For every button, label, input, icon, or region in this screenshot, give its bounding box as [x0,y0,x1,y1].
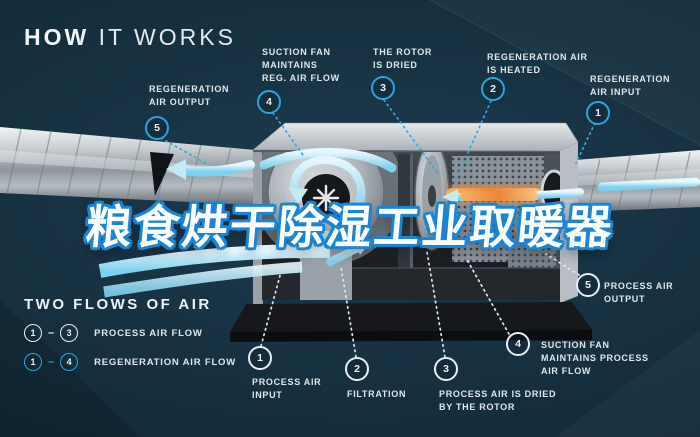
callout-label-rotor-dried: THE ROTOR IS DRIED [373,47,433,70]
callout-badge-filtration: 2 [345,357,369,381]
callout-badge-process-suction-fan: 4 [506,332,530,356]
heated-air-segment [460,191,538,201]
duct-outlet-notch [150,152,174,196]
desiccant-rotor [414,152,450,251]
callout-label-process-suction-fan: SUCTION FAN MAINTAINS PROCESS AIR FLOW [541,340,649,376]
legend-row-process: 1 – 3 PROCESS AIR FLOW [24,324,236,342]
legend-heading: TWO FLOWS OF AIR [24,296,212,313]
callout-label-process-input: PROCESS AIR INPUT [252,377,322,400]
callout-badge-regen-suction-fan: 4 [257,90,281,114]
callout-label-process-dried: PROCESS AIR IS DRIED BY THE ROTOR [439,389,557,412]
dehumidifier-unit [230,122,592,342]
legend-circle-from: 1 [24,324,42,342]
callout-badge-process-dried: 3 [434,357,458,381]
overlay-banner-text: 粮食烘干除湿工业取暖器 [83,201,617,253]
callout-badge-process-output: 5 [576,273,600,297]
page-title-light: IT WORKS [89,24,236,50]
connector-lines [160,99,596,358]
callout-badge-rotor-dried: 3 [371,76,395,100]
page-title: HOW IT WORKS [24,24,236,51]
airflow-arrows [98,147,700,298]
callout-label-process-output: PROCESS AIR OUTPUT [604,281,674,304]
callout-badge-process-input: 1 [248,346,272,370]
callout-label-regen-heated: REGENERATION AIR IS HEATED [487,52,588,75]
legend-row-regeneration: 1 – 4 REGENERATION AIR FLOW [24,353,236,371]
callout-label-regen-input: REGENERATION AIR INPUT [590,74,671,97]
callout-badge-regen-heated: 2 [481,77,505,101]
callout-badge-regen-input: 1 [586,101,610,125]
legend-circle-to: 3 [60,324,79,342]
legend-dash: – [48,327,55,339]
callout-label-regen-output: REGENERATION AIR OUTPUT [149,84,230,107]
legend: TWO FLOWS OF AIR 1 – 3 PROCESS AIR FLOW … [24,296,236,371]
legend-circle-from: 1 [24,353,42,371]
callout-badge-regen-output: 5 [145,116,169,140]
legend-circle-to: 4 [60,353,79,371]
legend-label-regeneration: REGENERATION AIR FLOW [94,356,237,368]
callout-label-regen-suction-fan: SUCTION FAN MAINTAINS REG. AIR FLOW [262,47,340,83]
callout-label-filtration: FILTRATION [347,389,407,399]
legend-label-process: PROCESS AIR FLOW [94,327,203,339]
page-title-strong: HOW [24,24,90,50]
legend-dash: – [48,356,55,368]
